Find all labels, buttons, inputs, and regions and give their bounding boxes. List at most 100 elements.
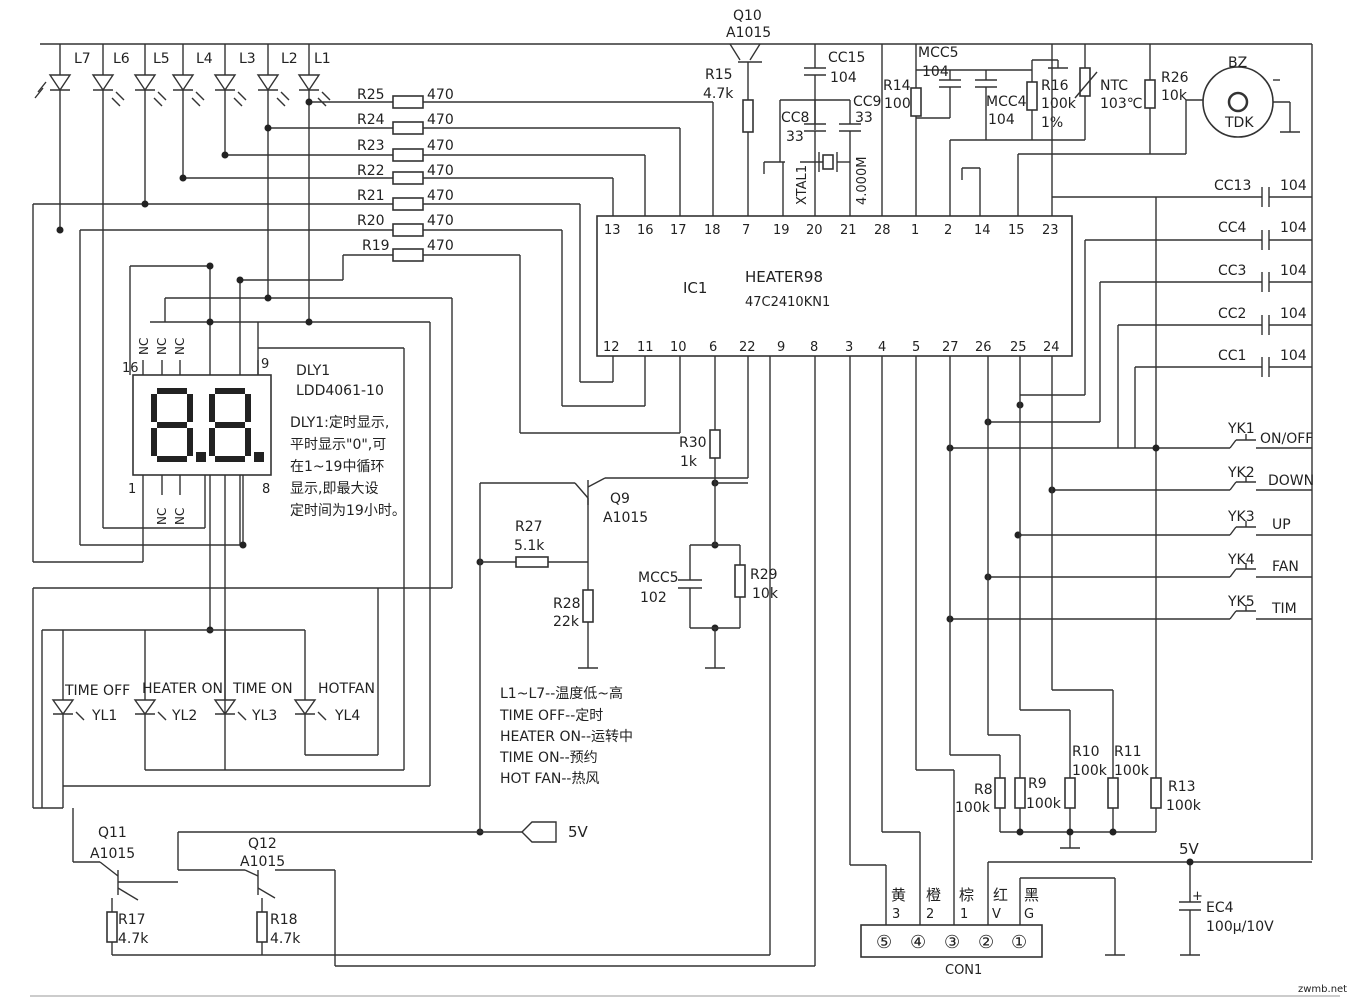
svg-text:25: 25 xyxy=(1010,340,1027,355)
svg-text:33: 33 xyxy=(855,110,873,126)
svg-text:R20: R20 xyxy=(357,213,385,229)
svg-text:棕: 棕 xyxy=(959,886,974,904)
svg-text:TDK: TDK xyxy=(1224,115,1254,131)
svg-text:12: 12 xyxy=(603,340,620,355)
led-label: L4 xyxy=(196,51,213,67)
led-label: L5 xyxy=(153,51,170,67)
svg-text:1: 1 xyxy=(911,223,919,238)
svg-text:FAN: FAN xyxy=(1272,559,1299,575)
svg-text:TIM: TIM xyxy=(1271,601,1297,617)
svg-text:R13: R13 xyxy=(1168,779,1196,795)
svg-text:470: 470 xyxy=(427,163,454,179)
svg-text:24: 24 xyxy=(1043,340,1060,355)
svg-text:23: 23 xyxy=(1042,223,1059,238)
svg-text:4.7k: 4.7k xyxy=(270,931,301,947)
svg-text:R10: R10 xyxy=(1072,744,1100,760)
led-L4: L4 xyxy=(171,44,213,178)
svg-text:MCC5: MCC5 xyxy=(918,45,959,61)
svg-text:2: 2 xyxy=(926,907,934,922)
svg-text:A1015: A1015 xyxy=(240,854,285,870)
ic-part: 47C2410KN1 xyxy=(745,295,830,310)
svg-text:10: 10 xyxy=(670,340,687,355)
svg-text:470: 470 xyxy=(427,87,454,103)
svg-text:黄: 黄 xyxy=(891,886,906,904)
resistor-R23: R23 470 xyxy=(225,138,646,216)
svg-text:27: 27 xyxy=(942,340,959,355)
junction-dots xyxy=(56,98,719,836)
vcc-label-left: 5V xyxy=(479,483,589,843)
indicator-YL3: TIME ON YL3 xyxy=(213,630,293,724)
resistor-R22: R22 470 xyxy=(183,163,614,216)
svg-text:104: 104 xyxy=(830,70,857,86)
ic-ref: IC1 xyxy=(683,279,707,297)
svg-text:3: 3 xyxy=(845,340,853,355)
led-label: L7 xyxy=(74,51,91,67)
svg-text:R30: R30 xyxy=(679,435,707,451)
svg-text:R17: R17 xyxy=(118,912,146,928)
svg-text:CC8: CC8 xyxy=(781,110,809,126)
svg-text:R18: R18 xyxy=(270,912,298,928)
display-ref: DLY1 xyxy=(296,363,330,379)
q9-section: Q9 A1015 R27 5.1k R28 22k R30 1k MCC5 10… xyxy=(480,356,779,669)
key-yk4: YK4 FAN xyxy=(988,552,1312,578)
svg-text:104: 104 xyxy=(988,112,1015,128)
sensor-section: R14 100 MCC5 104 MCC4 104 R16 100k 1% NT… xyxy=(883,44,1300,216)
led-L6: L6 xyxy=(91,44,130,122)
svg-text:21: 21 xyxy=(840,223,857,238)
svg-text:28: 28 xyxy=(874,223,891,238)
resistor-R25: R25 470 xyxy=(309,87,714,216)
svg-text:470: 470 xyxy=(427,138,454,154)
svg-text:CC15: CC15 xyxy=(828,50,865,66)
q11: Q11 A1015 xyxy=(72,808,178,901)
svg-text:CC3: CC3 xyxy=(1218,263,1246,279)
svg-text:R22: R22 xyxy=(357,163,385,179)
svg-text:YL2: YL2 xyxy=(171,708,197,724)
buzzer: BZ TDK xyxy=(1202,55,1274,138)
svg-text:470: 470 xyxy=(427,112,454,128)
svg-text:4: 4 xyxy=(878,340,886,355)
svg-text:4.7k: 4.7k xyxy=(118,931,149,947)
svg-text:定时间为19小时。: 定时间为19小时。 xyxy=(290,503,406,519)
svg-text:11: 11 xyxy=(637,340,654,355)
svg-text:10k: 10k xyxy=(1161,88,1188,104)
svg-text:NC: NC xyxy=(137,338,151,355)
svg-text:Q9: Q9 xyxy=(610,491,630,507)
svg-text:R23: R23 xyxy=(357,138,385,154)
top-power-rail xyxy=(40,43,1313,860)
svg-text:MCC5: MCC5 xyxy=(638,570,679,586)
svg-text:R25: R25 xyxy=(357,87,385,103)
svg-text:4.000M: 4.000M xyxy=(855,157,870,205)
digit-2 xyxy=(209,388,264,462)
svg-text:A1015: A1015 xyxy=(726,25,771,41)
svg-text:G: G xyxy=(1024,907,1034,922)
led-label: L2 xyxy=(281,51,298,67)
svg-text:CC9: CC9 xyxy=(853,94,881,110)
led-L7: L7 xyxy=(34,44,91,122)
svg-text:YK4: YK4 xyxy=(1227,552,1255,568)
svg-text:5V: 5V xyxy=(568,823,589,841)
svg-text:103℃: 103℃ xyxy=(1100,96,1142,112)
svg-text:显示,即最大设: 显示,即最大设 xyxy=(290,481,378,497)
svg-text:R26: R26 xyxy=(1161,70,1189,86)
connector-con1: ⑤ ④ ③ ② ① 黄 橙 棕 红 黑 3 2 1 V G CON1 + EC4… xyxy=(849,356,1312,978)
svg-text:A1015: A1015 xyxy=(90,846,135,862)
svg-text:1: 1 xyxy=(960,907,968,922)
svg-text:②: ② xyxy=(978,932,994,953)
indicator-YL2: HEATER ON YL2 xyxy=(133,630,225,771)
svg-text:R9: R9 xyxy=(1028,776,1047,792)
svg-text:100k: 100k xyxy=(955,800,991,816)
svg-text:104: 104 xyxy=(1280,220,1307,236)
svg-text:YK2: YK2 xyxy=(1227,465,1255,481)
svg-text:100μ/10V: 100μ/10V xyxy=(1206,919,1274,935)
